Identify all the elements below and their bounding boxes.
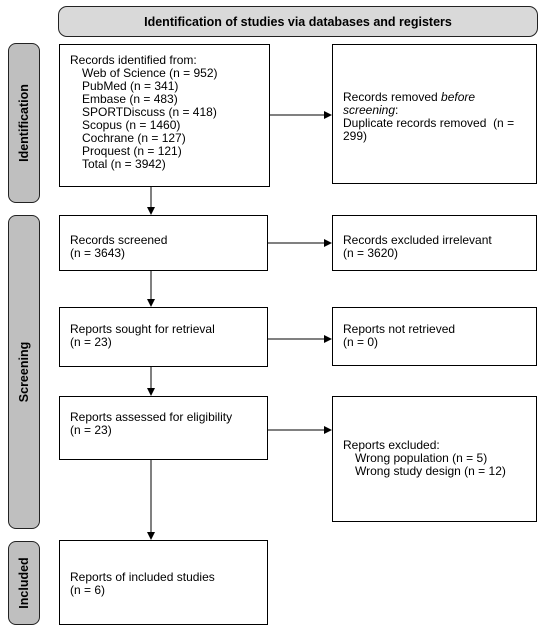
source-pubmed: PubMed (n = 341) [82, 79, 179, 93]
source-embase: Embase (n = 483) [82, 92, 178, 106]
source-proquest: Proquest (n = 121) [82, 144, 182, 158]
source-sportdiscuss: SPORTDiscuss (n = 418) [82, 105, 217, 119]
reason-wrong-population: Wrong population (n = 5) [355, 451, 488, 465]
box-reports-included: Reports of included studies (n = 6) [59, 540, 268, 625]
reports-excluded-title: Reports excluded: [343, 438, 440, 452]
removed-line-4: 299) [343, 129, 368, 143]
removed-line-1: Records removed before [343, 90, 476, 104]
source-web-of-science: Web of Science (n = 952) [82, 66, 218, 80]
header-banner: Identification of studies via databases … [58, 6, 538, 37]
stage-included: Included [8, 541, 40, 625]
identified-total: Total (n = 3942) [82, 157, 166, 171]
box-reports-not-retrieved: Reports not retrieved (n = 0) [332, 307, 537, 366]
source-scopus: Scopus (n = 1460) [82, 118, 181, 132]
box-records-screened: Records screened (n = 3643) [59, 215, 268, 271]
removed-line-2: screening: [343, 103, 399, 117]
stage-identification: Identification [8, 43, 40, 203]
box-records-removed: Records removed before screening: Duplic… [332, 44, 537, 184]
not-retrieved-title: Reports not retrieved [343, 322, 456, 336]
box-reports-assessed: Reports assessed for eligibility (n = 23… [59, 396, 268, 460]
screened-count: (n = 3643) [70, 246, 126, 260]
excluded-irrelevant-count: (n = 3620) [343, 246, 399, 260]
box-records-identified: Records identified from: Web of Science … [59, 44, 270, 187]
included-count: (n = 6) [70, 583, 106, 597]
assessed-title: Reports assessed for eligibility [70, 410, 233, 424]
removed-line-3: Duplicate records removed (n = [343, 116, 515, 130]
sought-title: Reports sought for retrieval [70, 322, 215, 336]
header-title: Identification of studies via databases … [144, 14, 452, 29]
stage-screening: Screening [8, 215, 40, 529]
sought-count: (n = 23) [70, 335, 112, 349]
included-title: Reports of included studies [70, 570, 215, 584]
screened-title: Records screened [70, 233, 168, 247]
box-reports-excluded: Reports excluded: Wrong population (n = … [332, 396, 537, 522]
reason-wrong-study-design: Wrong study design (n = 12) [355, 464, 506, 478]
excluded-irrelevant-title: Records excluded irrelevant [343, 233, 492, 247]
box-reports-sought: Reports sought for retrieval (n = 23) [59, 307, 268, 367]
assessed-count: (n = 23) [70, 423, 112, 437]
not-retrieved-count: (n = 0) [343, 335, 379, 349]
source-cochrane: Cochrane (n = 127) [82, 131, 186, 145]
box-records-excluded-irrelevant: Records excluded irrelevant (n = 3620) [332, 215, 537, 271]
identified-title: Records identified from: [70, 53, 197, 67]
